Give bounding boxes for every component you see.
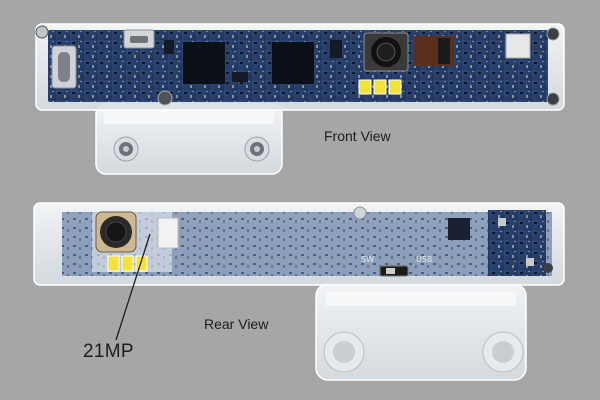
usb-silkscreen-label: USB <box>416 255 433 264</box>
switch-silkscreen-label: SW <box>361 255 374 264</box>
rear-board-edge <box>488 210 546 276</box>
rear-camera-21mp <box>95 211 137 253</box>
rear-flash-leds <box>107 255 148 272</box>
memory-chip <box>272 42 314 84</box>
front-flash-leds <box>358 79 402 95</box>
front-screws <box>35 25 560 106</box>
front-mount <box>95 103 283 175</box>
callout-line <box>115 233 151 341</box>
rear-mount <box>315 283 527 381</box>
rear-view-module <box>33 202 565 381</box>
rear-view-label: Rear View <box>204 316 269 332</box>
megapixel-callout-label: 21MP <box>83 341 134 362</box>
processor-chip <box>183 42 225 84</box>
front-view-module <box>35 23 565 175</box>
front-view-label: Front View <box>324 128 391 144</box>
